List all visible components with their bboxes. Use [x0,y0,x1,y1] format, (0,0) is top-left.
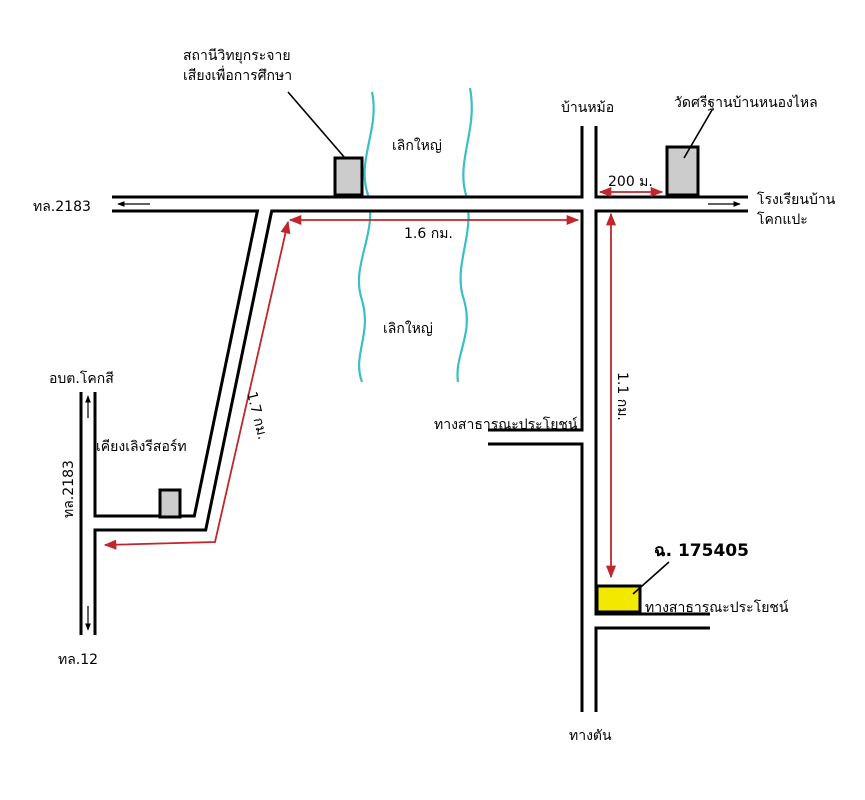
river-left [357,91,375,383]
dead-end-label: ทางตัน [569,728,612,744]
distance-1-6km-label: 1.6 กม. [404,226,453,242]
radio-station-label-line2: เสียงเพื่อการศึกษา [183,66,292,84]
temple-leader [683,109,713,159]
resort-label: เคียงเลิงรีสอร์ท [96,438,187,455]
public-way-1-label: ทางสาธารณะประโยชน์ [434,416,578,433]
distance-1-7km-label: 1.7 กม. [243,390,270,441]
ban-mo-label: บ้านหม้อ [561,100,614,116]
temple-label: วัดศรีฐานบ้านหนองไหล [674,94,818,111]
school-label: โรงเรียนบ้าน [757,191,836,208]
road-network [79,126,748,712]
hwy-2183-top-label: ทล.2183 [33,199,91,215]
target-parcel [595,584,642,614]
radio-station-label: สถานีวิทยุกระจาย [183,48,291,64]
resort-building [158,488,182,519]
river-right [456,87,473,383]
radio-station-building [333,156,364,197]
distance-200m-label: 200 ม. [608,174,653,190]
distance-1-1km-label: 1.1 กม. [614,372,630,421]
distance-line-1-7km [103,220,291,550]
hwy-12-label: ทล.12 [58,652,98,668]
target-id-label: ฉ. 175405 [654,541,749,561]
lerk-yai-mid-label: เลิกใหญ่ [383,320,433,337]
target-leader [632,561,670,595]
school-label-line2: โคกแปะ [757,211,808,228]
lerk-yai-top-label: เลิกใหญ่ [392,137,442,154]
radio-station-leader [287,91,346,159]
temple-building [665,145,700,197]
tao-kok-si-label: อบต.โคกสี [49,370,114,387]
hwy-2183-side-label: ทล.2183 [61,460,77,518]
public-way-2-label: ทางสาธารณะประโยชน์ [645,599,789,616]
